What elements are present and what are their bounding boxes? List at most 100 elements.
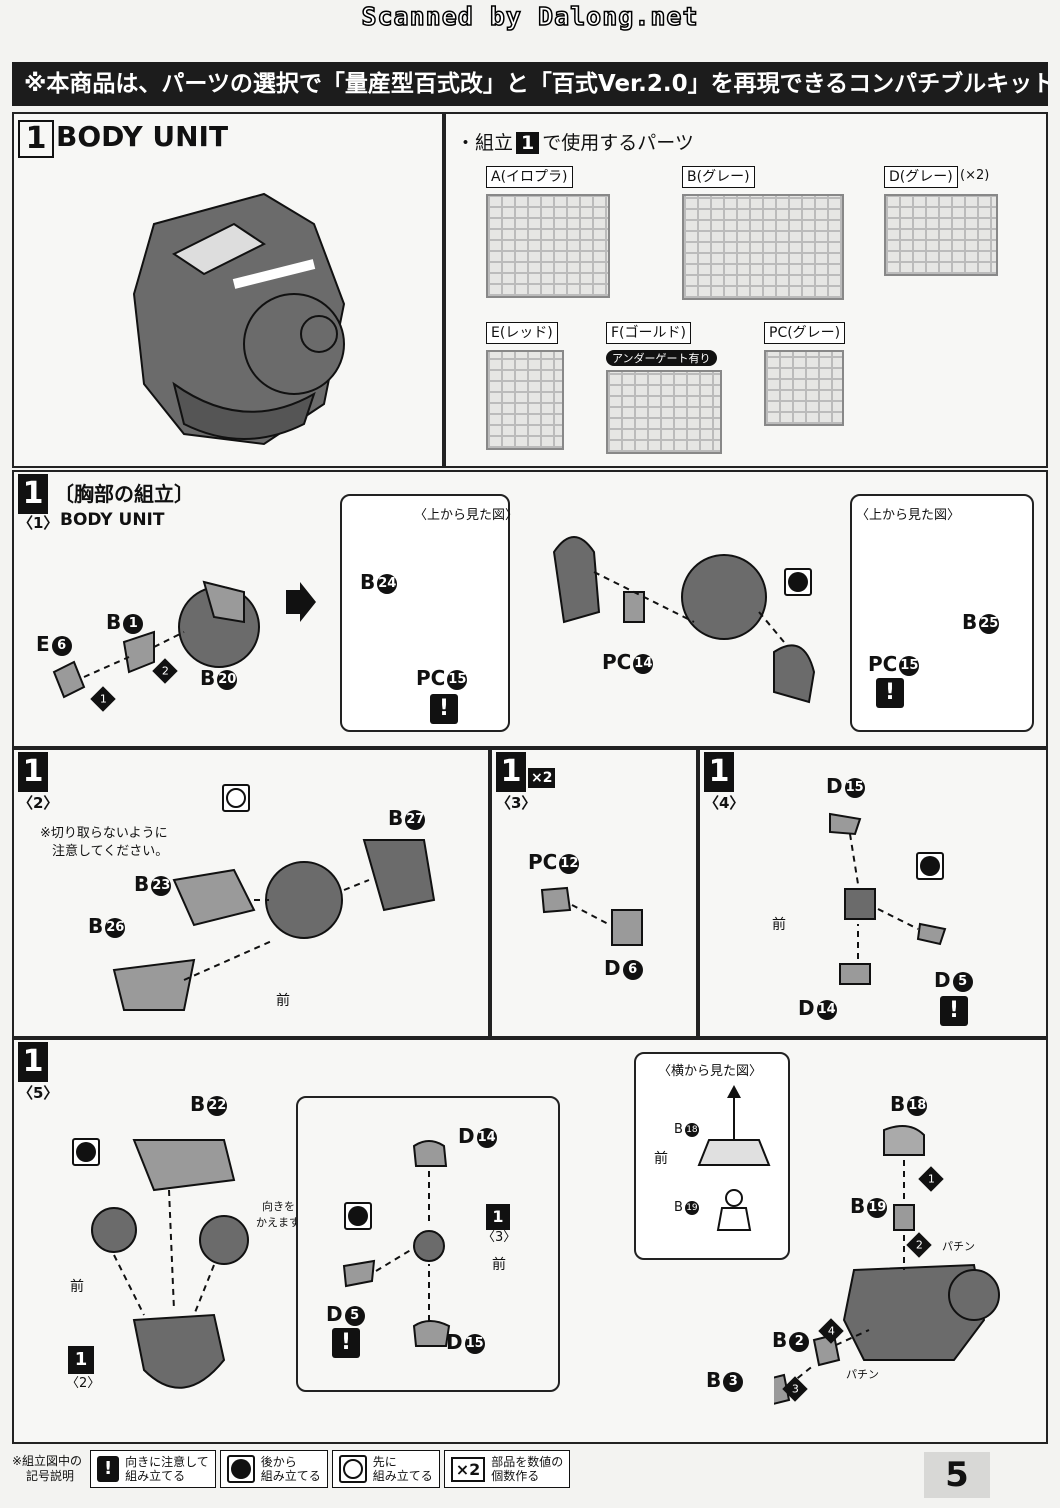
- runner-f-label: F(ゴールド): [606, 322, 691, 344]
- step-sub-index: 〈2〉: [18, 794, 59, 812]
- undergate-badge: アンダーゲート有り: [606, 350, 717, 366]
- step-sub-index: 〈4〉: [704, 794, 745, 812]
- symbol-legend: ※組立図中の 記号説明 ! 向きに注意して組み立てる 後から組み立てる 先に組み…: [12, 1448, 574, 1490]
- multiply-badge: ×2: [528, 768, 556, 788]
- step-number: 1: [496, 752, 526, 792]
- cut-warning-note-line2: 注意してください。: [52, 844, 169, 859]
- step-sub-title: BODY UNIT: [60, 510, 165, 530]
- view-top-caption-right: 〈上から見た図〉: [856, 508, 961, 523]
- back-assemble-icon: [226, 1455, 255, 1483]
- step-number: 1: [18, 1042, 48, 1082]
- ref-step-box-center: 1: [486, 1204, 510, 1230]
- runner-d-sprue: [884, 194, 998, 276]
- step-number: 1: [704, 752, 734, 792]
- runner-pc-label: PC(グレー): [764, 322, 846, 344]
- page-number: 5: [924, 1452, 990, 1498]
- parts-used-suffix: で使用するパーツ: [542, 132, 694, 154]
- parts-used-step: 1: [516, 132, 540, 154]
- runner-d-label: D(グレー): [884, 166, 958, 188]
- back-assemble-icon: [72, 1138, 100, 1166]
- section-title: BODY UNIT: [56, 120, 229, 153]
- back-assemble-icon-center: [344, 1202, 372, 1230]
- legend-multiply: ×2 部品を数値の個数作る: [443, 1450, 571, 1488]
- legend-title-line1: ※組立図中の: [12, 1454, 83, 1468]
- front-direction-label: 前: [276, 993, 290, 1009]
- step-1-4-diagram: [829, 812, 947, 985]
- attention-icon: !: [332, 1328, 360, 1358]
- body-unit-illustration: [132, 192, 346, 446]
- ref-step-sub-center: 〈3〉: [482, 1230, 517, 1245]
- back-assemble-icon: [916, 852, 944, 880]
- attention-icon-left: !: [430, 694, 458, 724]
- first-assemble-icon: [338, 1455, 367, 1483]
- side-view-diagram: [697, 1085, 771, 1231]
- snap-sound-label-lower: パチン: [846, 1368, 879, 1381]
- step-1-3-diagram: [540, 886, 643, 946]
- step-number: 1: [18, 474, 48, 514]
- legend-first-assemble: 先に組み立てる: [331, 1450, 440, 1488]
- back-assemble-icon: [784, 568, 812, 596]
- front-direction-label-left: 前: [70, 1279, 84, 1295]
- legend-attention: ! 向きに注意して組み立てる: [90, 1450, 216, 1488]
- step-sub-index: 〈3〉: [496, 794, 537, 812]
- legend-title: ※組立図中の 記号説明: [12, 1454, 82, 1484]
- first-assemble-icon: [222, 784, 250, 812]
- step-sub-index: 〈1〉: [18, 514, 59, 532]
- legend-back-assemble: 後から組み立てる: [219, 1450, 328, 1488]
- runner-d-count: (×2): [960, 168, 990, 183]
- turn-note-line1: 向きを: [262, 1200, 295, 1213]
- front-direction-label-center: 前: [492, 1257, 506, 1273]
- attention-icon: !: [97, 1456, 120, 1482]
- step-1-2-diagram: [112, 839, 436, 1011]
- runner-a-sprue: [486, 194, 610, 298]
- attention-icon-right: !: [876, 678, 904, 708]
- zoom-panel-left: [340, 494, 510, 732]
- step-title: 〔胸部の組立〕: [54, 482, 194, 506]
- step-1-5-right-diagram: [774, 1125, 1000, 1405]
- scan-watermark: Scanned by Dalong.net: [361, 1, 699, 32]
- section-number: 1: [18, 120, 54, 158]
- cut-warning-note-line1: ※切り取らないように: [40, 826, 168, 841]
- step-sub-index: 〈5〉: [18, 1084, 59, 1102]
- snap-sound-label-upper: パチン: [942, 1240, 975, 1253]
- runner-f-sprue: [606, 370, 722, 454]
- parts-used-prefix: ・組立: [456, 132, 514, 154]
- runner-a-label: A(イロプラ): [486, 166, 573, 188]
- runner-pc-sprue: [764, 350, 844, 426]
- front-direction-label-side: 前: [654, 1151, 668, 1167]
- step-1-1-left-diagram: [52, 580, 260, 699]
- next-arrow-icon: [286, 582, 316, 622]
- view-top-caption-left: 〈上から見た図〉: [414, 508, 519, 523]
- multiply-icon: ×2: [450, 1456, 486, 1482]
